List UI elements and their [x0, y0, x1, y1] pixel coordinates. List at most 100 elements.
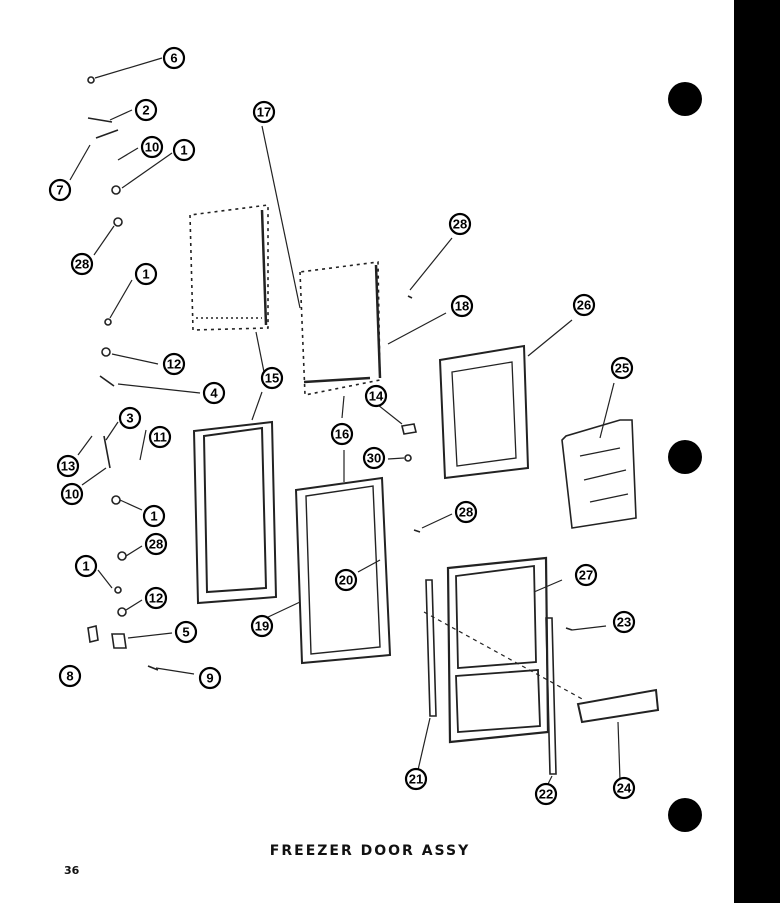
callout-27: 27: [574, 563, 598, 587]
callout-circle: [612, 776, 636, 800]
callout-label: 1: [180, 143, 187, 158]
callout-circle: [134, 262, 158, 286]
callout-label: 4: [210, 386, 218, 401]
callout-label: 7: [56, 183, 63, 198]
callout-13: 13: [56, 454, 80, 478]
callout-circle: [250, 614, 274, 638]
callout-label: 22: [539, 787, 553, 802]
callout-12: 12: [162, 352, 186, 376]
callout-9: 9: [198, 666, 222, 690]
callout-17: 17: [252, 100, 276, 124]
callout-4: 4: [202, 381, 226, 405]
callout-3: 3: [118, 406, 142, 430]
callout-label: 21: [409, 772, 423, 787]
callout-6: 6: [162, 46, 186, 70]
binder-hole-bottom: [668, 798, 702, 832]
callout-18: 18: [450, 294, 474, 318]
callout-label: 30: [367, 451, 381, 466]
callout-label: 27: [579, 568, 593, 583]
page-edge-bar: [734, 0, 780, 903]
binder-hole-middle: [668, 440, 702, 474]
callout-28: 28: [454, 500, 478, 524]
callout-label: 24: [617, 781, 632, 796]
callout-label: 16: [335, 427, 349, 442]
callout-label: 12: [149, 591, 163, 606]
callout-circle: [142, 504, 166, 528]
callout-circle: [450, 294, 474, 318]
callout-circle: [330, 422, 354, 446]
callout-circle: [118, 406, 142, 430]
callout-23: 23: [612, 610, 636, 634]
callout-circle: [58, 664, 82, 688]
callout-circle: [252, 100, 276, 124]
callout-circle: [364, 384, 388, 408]
callout-8: 8: [58, 664, 82, 688]
callout-label: 28: [149, 537, 163, 552]
callout-label: 25: [615, 361, 629, 376]
callout-28: 28: [70, 252, 94, 276]
callout-label: 23: [617, 615, 631, 630]
callout-circle: [172, 138, 196, 162]
callout-label: 10: [65, 487, 79, 502]
callout-label: 18: [455, 299, 469, 314]
callout-10: 10: [60, 482, 84, 506]
callout-label: 12: [167, 357, 181, 372]
callout-24: 24: [612, 776, 636, 800]
callout-10: 10: [140, 135, 164, 159]
callout-20: 20: [334, 568, 358, 592]
callout-label: 9: [206, 671, 213, 686]
callout-circle: [202, 381, 226, 405]
callout-circle: [48, 178, 72, 202]
callout-circle: [610, 356, 634, 380]
callout-label: 28: [75, 257, 89, 272]
callout-circle: [140, 135, 164, 159]
callout-label: 11: [153, 430, 167, 445]
callout-label: 15: [265, 371, 279, 386]
callout-label: 17: [257, 105, 271, 120]
binder-hole-top: [668, 82, 702, 116]
callout-circle: [162, 352, 186, 376]
callout-12: 12: [144, 586, 168, 610]
callout-22: 22: [534, 782, 558, 806]
callout-circle: [134, 98, 158, 122]
callout-circle: [534, 782, 558, 806]
diagram-title: FREEZER DOOR ASSY: [269, 843, 471, 859]
callout-15: 15: [260, 366, 284, 390]
callout-11: 11: [148, 425, 172, 449]
callout-label: 6: [170, 51, 177, 66]
callout-circle: [574, 563, 598, 587]
callout-label: 13: [61, 459, 75, 474]
callout-circle: [260, 366, 284, 390]
callout-label: 19: [255, 619, 269, 634]
callout-circle: [362, 446, 386, 470]
callout-16: 16: [330, 422, 354, 446]
callout-label: 1: [82, 559, 89, 574]
callout-circle: [572, 293, 596, 317]
callout-7: 7: [48, 178, 72, 202]
callout-19: 19: [250, 614, 274, 638]
callout-circle: [454, 500, 478, 524]
callout-circle: [60, 482, 84, 506]
callout-1: 1: [142, 504, 166, 528]
callout-label: 10: [145, 140, 159, 155]
callout-label: 1: [142, 267, 149, 282]
callout-circle: [162, 46, 186, 70]
callout-circle: [174, 620, 198, 644]
callout-label: 1: [150, 509, 157, 524]
page-number: 36: [64, 864, 80, 877]
callout-label: 2: [142, 103, 149, 118]
callout-2: 2: [134, 98, 158, 122]
callout-26: 26: [572, 293, 596, 317]
callout-circle: [448, 212, 472, 236]
callout-circle: [404, 767, 428, 791]
callout-circle: [70, 252, 94, 276]
callout-5: 5: [174, 620, 198, 644]
callout-label: 26: [577, 298, 591, 313]
callout-1: 1: [172, 138, 196, 162]
callout-label: 20: [339, 573, 353, 588]
callout-label: 28: [459, 505, 473, 520]
callout-circle: [144, 532, 168, 556]
callout-1: 1: [134, 262, 158, 286]
